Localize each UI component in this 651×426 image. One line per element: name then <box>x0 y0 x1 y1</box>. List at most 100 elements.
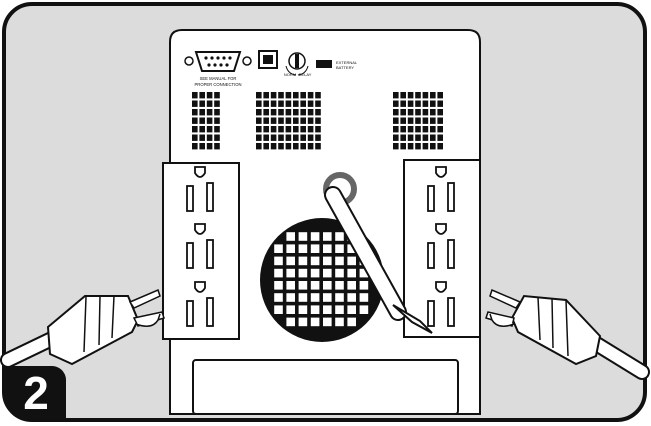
vent-slot <box>430 109 436 116</box>
fan-hole <box>298 317 308 327</box>
vent-slot <box>293 117 299 124</box>
vent-slot <box>430 143 436 150</box>
vent-slot <box>307 126 314 133</box>
fan-hole <box>323 256 332 266</box>
fan-hole <box>323 268 332 278</box>
vent-slot <box>192 100 198 107</box>
fan-hole <box>359 268 369 278</box>
vent-slot <box>407 134 414 141</box>
vent-slot <box>206 92 213 99</box>
vent-slot <box>415 92 421 99</box>
vent-slot <box>256 117 262 124</box>
vent-slot <box>263 134 269 141</box>
vent-slot <box>206 143 213 150</box>
vent-slot <box>307 134 314 141</box>
vent-slot <box>263 92 269 99</box>
vent-slot <box>300 134 306 141</box>
vent-slot <box>437 126 443 133</box>
serial-note-line2: PROPER CONNECTION <box>195 82 242 87</box>
vent-slot <box>256 92 262 99</box>
fan-hole <box>286 256 295 266</box>
vent-slot <box>422 143 429 150</box>
outlet-icon <box>186 281 214 327</box>
fan-hole <box>310 317 320 327</box>
outlet-panel-right <box>403 159 481 338</box>
vent-slot <box>315 143 321 150</box>
fan-hole <box>323 244 332 253</box>
vent-slot <box>270 92 277 99</box>
vent-slot <box>393 134 399 141</box>
vent-slot <box>214 143 220 150</box>
vent-slot <box>407 100 414 107</box>
vent-slot <box>300 92 306 99</box>
step-number-badge: 2 <box>6 366 66 420</box>
vent-slot <box>422 117 429 124</box>
vent-slot <box>430 134 436 141</box>
vent-slot <box>263 143 269 150</box>
vent-slot <box>199 92 205 99</box>
vent-slot <box>214 100 220 107</box>
vent-slot <box>393 126 399 133</box>
fan-hole <box>298 305 308 314</box>
vent-slot <box>315 92 321 99</box>
vent-slot <box>214 92 220 99</box>
vent-slot <box>422 92 429 99</box>
vent-slot <box>263 117 269 124</box>
fan-hole <box>286 305 295 314</box>
vent-slot <box>206 117 213 124</box>
vent-slot <box>285 143 292 150</box>
vent-slot <box>199 126 205 133</box>
vent-slot <box>278 100 284 107</box>
vent-slot <box>293 126 299 133</box>
vent-slot <box>192 117 198 124</box>
vent-slot <box>430 117 436 124</box>
vent-slot <box>400 109 406 116</box>
vent-slot <box>430 92 436 99</box>
power-plug-icon <box>485 288 650 380</box>
vent-slot <box>422 109 429 116</box>
vent-slot <box>278 109 284 116</box>
fan-hole <box>323 232 332 241</box>
vent-slot <box>285 109 292 116</box>
vent-slot <box>422 100 429 107</box>
dial-left-label: NORM <box>284 72 296 77</box>
fan-hole <box>335 244 344 253</box>
vent-slot <box>206 100 213 107</box>
fan-hole <box>347 268 356 278</box>
outlet-icon <box>186 166 214 212</box>
vent-slot <box>415 143 421 150</box>
vent-slot <box>285 134 292 141</box>
vent-slot <box>263 109 269 116</box>
fan-hole <box>274 268 283 278</box>
fan-hole <box>335 281 344 290</box>
fan-hole <box>286 268 295 278</box>
fan-hole <box>347 281 356 290</box>
vent-slot <box>263 100 269 107</box>
vent-slot <box>315 134 321 141</box>
vent-slot <box>400 92 406 99</box>
fan-hole <box>286 317 295 327</box>
vent-slot <box>214 134 220 141</box>
vent-slot <box>307 100 314 107</box>
outlet-icon <box>186 223 214 269</box>
vent-slot <box>315 100 321 107</box>
vent-slot <box>407 117 414 124</box>
vent-slot <box>415 109 421 116</box>
vent-slot <box>278 117 284 124</box>
vent-slot <box>437 143 443 150</box>
battery-compartment <box>192 359 459 415</box>
serial-port-icon <box>184 51 252 72</box>
vent-slot <box>214 109 220 116</box>
vent-slot <box>437 134 443 141</box>
vent-slot <box>400 100 406 107</box>
vent-slot <box>206 134 213 141</box>
vent-slot <box>192 134 198 141</box>
vent-slot <box>400 117 406 124</box>
vent-slot <box>422 134 429 141</box>
external-battery-port <box>316 60 332 68</box>
dial-right-label: DELAY <box>299 72 312 77</box>
vent-slot <box>415 117 421 124</box>
vent-slot <box>300 100 306 107</box>
vent-slot <box>307 109 314 116</box>
